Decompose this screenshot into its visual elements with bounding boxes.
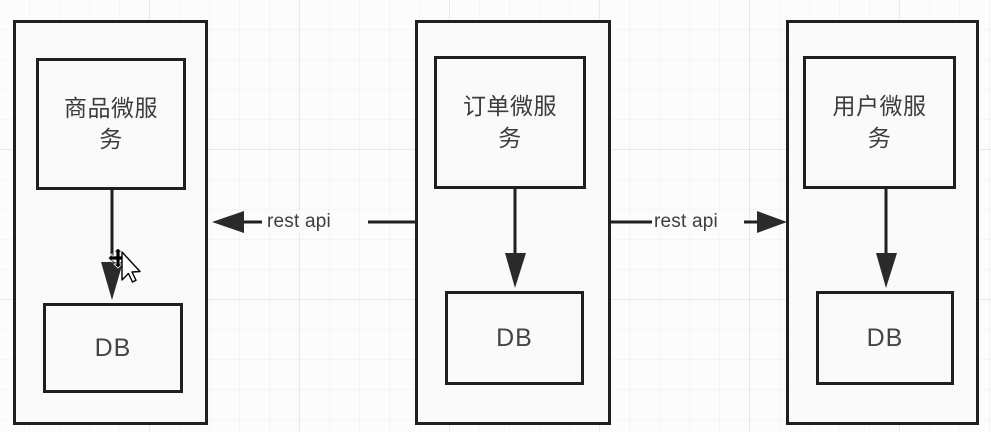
db-label-user: DB (866, 323, 904, 352)
db-box-user[interactable]: DB (816, 291, 954, 385)
service-box-user[interactable]: 用户微服务 (803, 56, 956, 189)
service-label-product: 商品微服务 (64, 94, 158, 152)
connector-label-order-to-product: rest api (265, 211, 333, 233)
db-label-product: DB (94, 333, 132, 362)
db-label-order: DB (496, 323, 533, 352)
connector-label-order-to-user: rest api (652, 211, 720, 233)
service-box-order[interactable]: 订单微服务 (434, 56, 586, 189)
service-box-product[interactable]: 商品微服务 (36, 58, 186, 190)
db-box-product[interactable]: DB (43, 303, 183, 393)
db-box-order[interactable]: DB (445, 291, 584, 385)
service-label-order: 订单微服务 (463, 93, 557, 151)
service-label-user: 用户微服务 (832, 93, 927, 151)
